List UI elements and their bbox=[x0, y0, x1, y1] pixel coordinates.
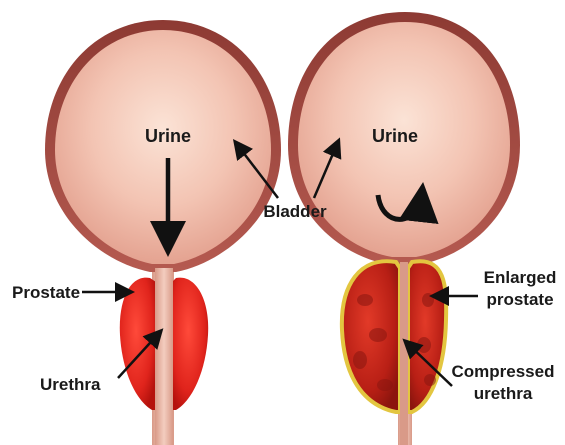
enlarged-prostate-label-line1: Enlarged bbox=[484, 268, 557, 287]
enlarged-prostate-label-line2: prostate bbox=[486, 290, 553, 309]
enlarged-prostate-right-lobe bbox=[408, 261, 446, 412]
normal-prostate-right-lobe bbox=[172, 278, 208, 410]
urine-label-left: Urine bbox=[145, 126, 191, 146]
urethra-label: Urethra bbox=[40, 375, 101, 394]
normal-urethra-through-prostate bbox=[155, 268, 173, 445]
bladder-label: Bladder bbox=[263, 202, 327, 221]
compressed-urethra-label-line2: urethra bbox=[474, 384, 533, 403]
urine-label-right: Urine bbox=[372, 126, 418, 146]
prostate-label: Prostate bbox=[12, 283, 80, 302]
compressed-urethra-label-line1: Compressed bbox=[452, 362, 555, 381]
compressed-urethra-through-prostate bbox=[400, 262, 408, 445]
